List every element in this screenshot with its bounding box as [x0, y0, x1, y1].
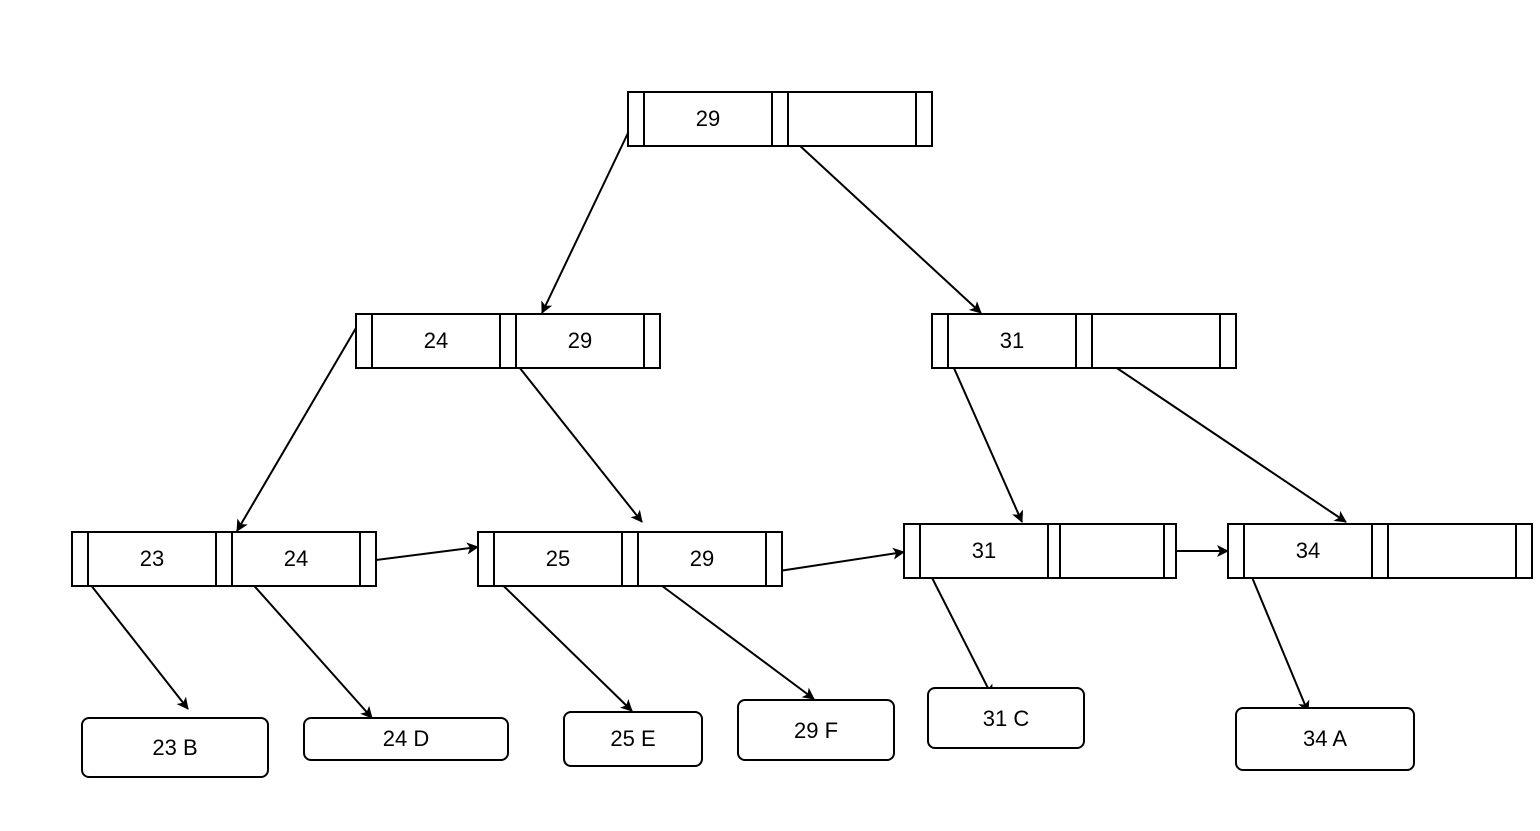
edge-node2-to-record-29f [637, 567, 815, 700]
edge-left-to-node2 [499, 342, 643, 523]
root-key-1: 29 [696, 106, 720, 131]
edge-root-to-left [541, 132, 629, 314]
record-box [81, 717, 269, 778]
internal-right-key-1: 31 [1000, 328, 1024, 353]
internal-left-key-2: 29 [568, 328, 592, 353]
node-frame [1227, 523, 1533, 579]
edge-right-to-node3 [945, 349, 1024, 523]
edge-node4-to-record-34a [1243, 557, 1310, 713]
record-box [927, 687, 1085, 749]
record-31c: 31 C [927, 687, 1085, 749]
edge-left-to-node1 [236, 327, 357, 532]
leaf-node-1-key-2: 24 [284, 546, 308, 571]
edge-link-node1-node2 [375, 542, 479, 561]
edge-right-to-node4 [1089, 349, 1347, 523]
record-label: 34 A [1303, 726, 1347, 751]
edge-node1-to-record-24d [231, 560, 373, 719]
edge-node3-to-record-31c [921, 557, 993, 697]
record-box [1235, 707, 1415, 771]
leaf-node-3: 31 [903, 523, 1177, 579]
record-25e: 25 E [563, 711, 703, 767]
internal-node-right: 31 [931, 313, 1237, 369]
record-label: 23 B [152, 735, 197, 760]
record-label: 25 E [610, 726, 655, 751]
edge-root-to-right [771, 119, 982, 314]
leaf-node-2-key-2: 29 [690, 546, 714, 571]
node-frame [355, 313, 661, 369]
internal-left-key-1: 24 [424, 328, 448, 353]
record-box [737, 699, 895, 761]
record-box [303, 717, 509, 761]
internal-node-left: 24 29 [355, 313, 661, 369]
record-label: 31 C [983, 706, 1030, 731]
record-24d: 24 D [303, 717, 509, 761]
record-34a: 34 A [1235, 707, 1415, 771]
record-box [563, 711, 703, 767]
root-node: 29 [627, 91, 933, 147]
node-frame [627, 91, 933, 147]
leaf-node-1-key-1: 23 [140, 546, 164, 571]
leaf-node-2-key-1: 25 [546, 546, 570, 571]
node-frame [931, 313, 1237, 369]
record-23b: 23 B [81, 717, 269, 778]
node-frame [71, 531, 377, 587]
leaf-node-1: 23 24 [71, 531, 377, 587]
leaf-node-3-key-1: 31 [972, 538, 996, 563]
leaf-node-4: 34 [1227, 523, 1533, 579]
node-frame [477, 531, 783, 587]
node-frame [903, 523, 1177, 579]
edge-link-node2-node3 [765, 547, 905, 574]
record-label: 24 D [383, 726, 429, 751]
edges [71, 119, 1347, 719]
record-label: 29 F [794, 718, 838, 743]
record-29f: 29 F [737, 699, 895, 761]
leaf-node-4-key-1: 34 [1296, 538, 1320, 563]
leaf-node-2: 25 29 [477, 531, 783, 587]
